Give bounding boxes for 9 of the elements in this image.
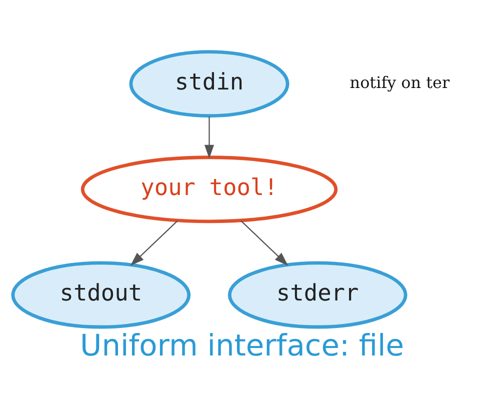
arrow [204, 116, 214, 158]
node-ellipse: stderr [228, 260, 408, 328]
caption: Uniform interface: file [80, 327, 404, 362]
arrow [240, 220, 288, 266]
node-ellipse: stdin [129, 50, 290, 118]
node-ellipse: stdout [11, 260, 191, 328]
arrow [130, 220, 178, 266]
node-ellipse: your tool! [80, 155, 338, 223]
label: notify on ter [350, 72, 450, 92]
